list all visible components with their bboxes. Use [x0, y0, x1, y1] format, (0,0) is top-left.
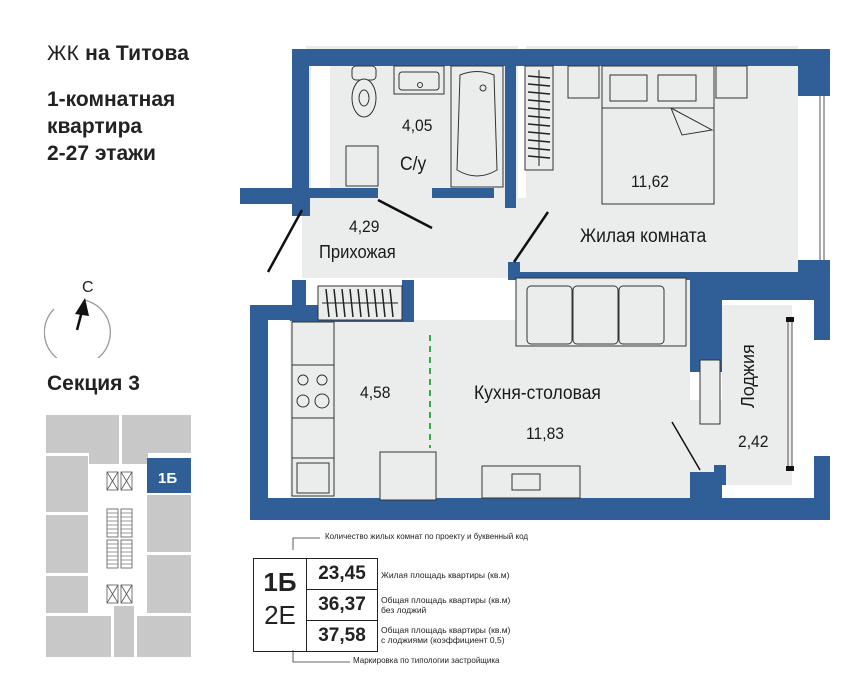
room-area-hallway: 4,29	[349, 217, 380, 236]
room-name-hallway: Прихожая	[319, 242, 396, 262]
legend-bottom-note: Маркировка по типологии застройщика	[353, 656, 500, 665]
complex-title: ЖК на Титова	[47, 42, 189, 66]
total-area-with-loggia-label-line1: Общая площадь квартиры (кв.м)	[381, 625, 511, 635]
living-area-label: Жилая площадь квартиры (кв.м)	[381, 570, 510, 580]
floor-plan: 4,05 С/у 4,29 Прихожая 11,62 Жилая комна…	[230, 20, 830, 530]
section-minimap: 1Б	[46, 415, 191, 657]
total-area-with-loggia-label-line2: с лоджиями (коэффициент 0,5)	[381, 635, 505, 645]
highlighted-unit	[147, 458, 191, 493]
total-area-with-loggia-value: 37,58	[318, 625, 366, 646]
complex-prefix: ЖК	[47, 42, 80, 65]
legend-code: 1Б	[263, 567, 297, 597]
room-area-living: 11,62	[631, 172, 669, 191]
room-name-bathroom: С/у	[400, 154, 427, 175]
highlighted-unit-label: 1Б	[158, 470, 177, 487]
legend-values: 23,45 36,37 37,58	[307, 559, 377, 651]
total-area-with-loggia-label: Общая площадь квартиры (кв.м) с лоджиями…	[381, 625, 510, 645]
legend-box: 1Б 2Е 23,45 36,37 37,58	[253, 558, 378, 652]
room-name-loggia: Лоджия	[738, 344, 758, 408]
living-area-value: 23,45	[307, 559, 377, 590]
total-area-no-loggia-label-line1: Общая площадь квартиры (кв.м)	[381, 595, 511, 605]
room-name-living: Жилая комната	[580, 226, 707, 247]
apartment-type-line1: 1-комнатная	[47, 88, 176, 111]
total-area-no-loggia-label-line2: без лоджий	[381, 605, 427, 615]
legend-developer-code: 2Е	[264, 600, 296, 630]
north-label: С	[82, 279, 94, 296]
room-area-loggia: 2,42	[738, 432, 769, 451]
total-area-no-loggia-label: Общая площадь квартиры (кв.м) без лоджий	[381, 595, 510, 615]
compass: С	[43, 278, 114, 366]
floors-label: 2-27 этажи	[47, 142, 156, 165]
room-area-kitchen-zone: 4,58	[360, 383, 391, 402]
north-arrow-icon: С	[43, 279, 111, 366]
room-area-kitchen-dining: 11,83	[526, 424, 564, 443]
room-name-kitchen-dining: Кухня-столовая	[474, 383, 601, 404]
legend: Количество жилых комнат по проекту и бук…	[245, 528, 535, 668]
apartment-type-line2: квартира	[47, 115, 143, 138]
legend-code-cell: 1Б 2Е	[254, 559, 307, 651]
apartment-type: 1-комнатная квартира 2-27 этажи	[47, 86, 175, 167]
total-area-no-loggia-value: 36,37	[307, 590, 377, 621]
legend-top-note: Количество жилых комнат по проекту и бук…	[325, 532, 529, 541]
complex-name: на Титова	[85, 42, 190, 65]
section-title: Секция 3	[47, 372, 140, 395]
room-area-bathroom: 4,05	[402, 116, 433, 135]
